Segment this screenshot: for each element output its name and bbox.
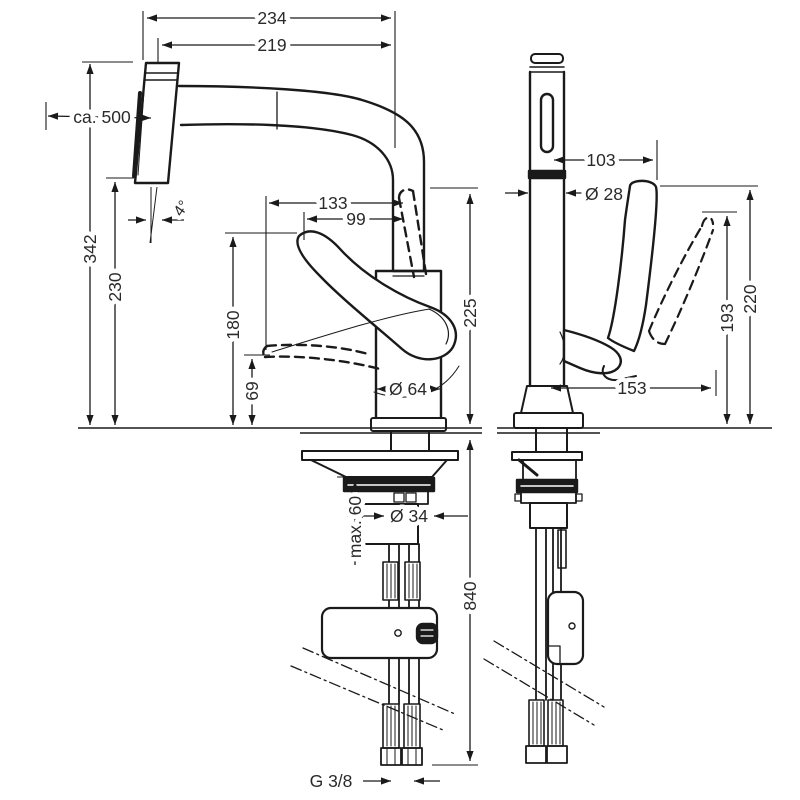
column [528,70,566,388]
dim-column-diameter: Ø 28 [585,184,623,204]
hose-weight-side [546,590,585,666]
dim-spray-height: 230 [105,272,125,301]
dim-tilt-angle: 4° [171,198,193,220]
spout-arm [177,84,426,273]
dim-handle-depth: 153 [617,378,646,398]
dim-spout-height: 225 [460,298,480,327]
dim-spout-reach: 219 [257,35,286,55]
dim-base-diameter: Ø 64 [389,379,427,399]
handle-side [606,179,658,353]
dim-shank-diameter: Ø 34 [390,506,428,526]
dim-lever-low-height: 69 [242,381,262,400]
outlet-slot [539,92,555,154]
dimension-labels: 234 219 ca. 500 342 230 4° 133 99 180 69… [69,4,765,796]
hose-connector-nut [380,747,402,766]
dim-depth: 103 [586,150,615,170]
break-lines [290,647,456,731]
hose-connector-nut [401,747,423,766]
handle-lever [296,230,458,361]
spray-head [133,61,181,185]
dim-max-counter: max. 60 [345,496,365,559]
dim-lever-reach: 99 [346,209,365,229]
escutcheon-flange [301,450,459,461]
front-view-outline [132,61,460,766]
countertop-lines [78,427,772,434]
handle-lowered-dashed [262,343,382,371]
dim-handle-height-tilted: 193 [717,303,737,332]
break-lines [483,640,605,726]
dim-thread: G 3/8 [310,771,353,791]
base-plinth [370,417,447,432]
dim-total-height: 342 [80,234,100,263]
dim-handle-height: 220 [740,284,760,313]
handle-side-dashed [647,216,715,346]
dim-hose-pullout: ca. 500 [73,107,131,127]
dim-hose-below: 840 [460,581,480,610]
dim-width-top: 234 [257,8,286,28]
handle-upright-dashed [397,188,428,279]
dim-lever-tip-height: 180 [223,310,243,339]
dim-lever-reach-total: 133 [318,193,347,213]
mounting-shank [361,503,419,545]
side-view-outline [483,53,715,764]
spray-face [132,91,142,178]
dimension-lines [45,11,758,785]
